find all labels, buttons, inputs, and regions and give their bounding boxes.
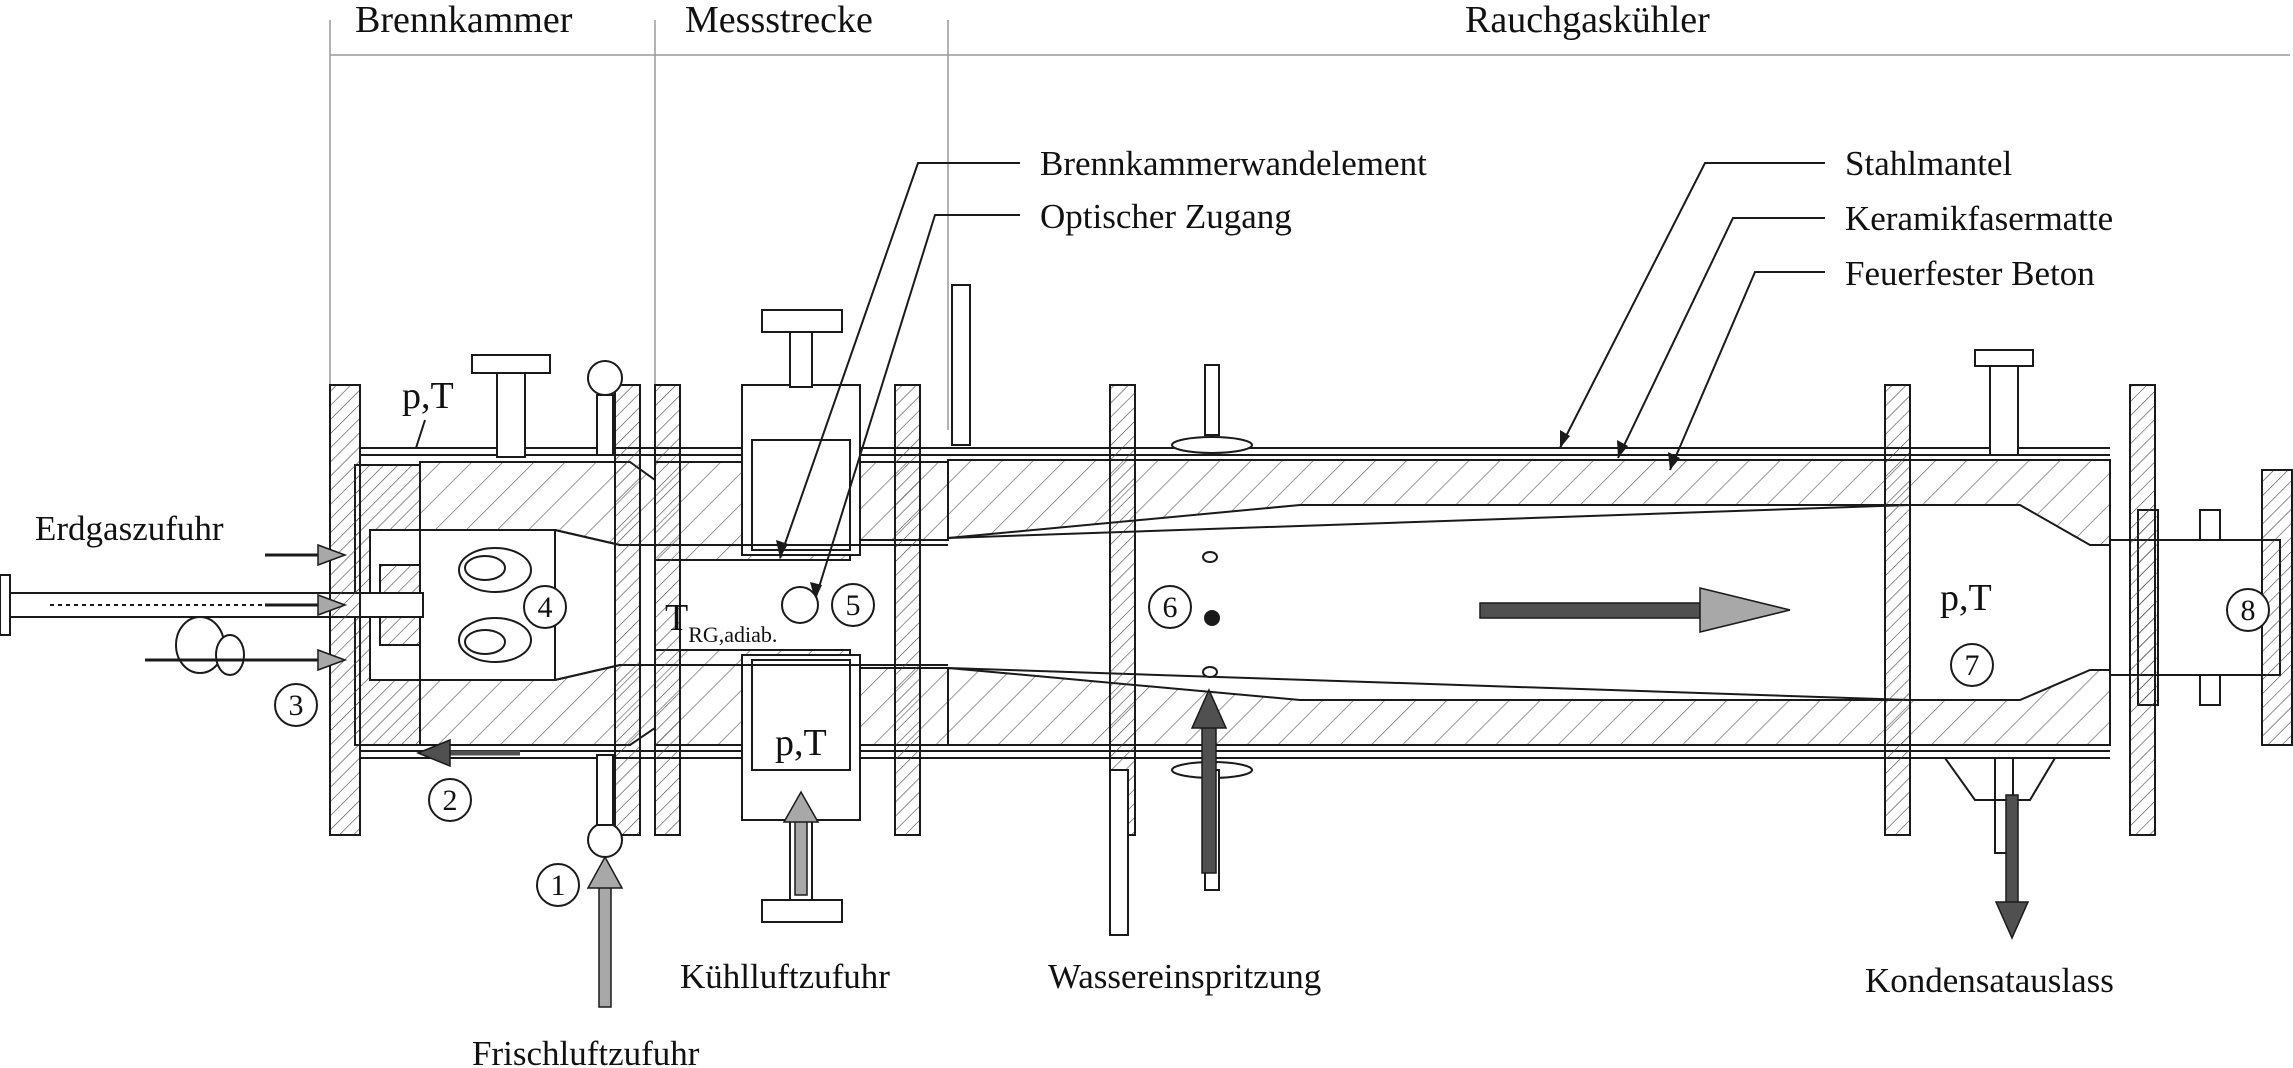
- station-circle-4: [523, 585, 567, 629]
- refractory-outlet-top: [1909, 459, 2111, 546]
- label-stahlmantel: Stahlmantel: [1845, 144, 2012, 183]
- condensate-arrow: [1994, 794, 2030, 940]
- label-optischer-zugang: Optischer Zugang: [1040, 197, 1292, 236]
- station-circle-3: [274, 683, 318, 727]
- station-1: 1: [551, 869, 566, 902]
- station-5: 5: [846, 589, 861, 622]
- instrument-stubs: [471, 284, 2056, 936]
- t-main: T: [665, 597, 688, 639]
- section-title-rauchgaskuehler: Rauchgaskühler: [1465, 0, 1710, 41]
- label-feuerfester-beton: Feuerfester Beton: [1845, 254, 2095, 293]
- swirl-symbols: [458, 547, 532, 663]
- station-circle-6: [1148, 585, 1192, 629]
- station-7: 7: [1965, 649, 1980, 682]
- section-title-brennkammer: Brennkammer: [355, 0, 573, 41]
- station-numbers: 1 2 3 4 5 6 7 8: [289, 589, 2256, 902]
- label-brennkammerwandelement: Brennkammerwandelement: [1040, 144, 1427, 183]
- label-erdgaszufuhr: Erdgaszufuhr: [35, 509, 224, 548]
- label-pt-outlet: p,T: [1940, 577, 1992, 619]
- refractory-outlet-bottom: [1909, 669, 2111, 746]
- label-keramikfasermatte: Keramikfasermatte: [1845, 199, 2113, 238]
- station-3: 3: [289, 689, 304, 722]
- t-subscript: RG,adiab.: [688, 622, 777, 647]
- station-8: 8: [2241, 594, 2256, 627]
- label-kuehlluftzufuhr: Kühlluftzufuhr: [680, 957, 890, 996]
- water-injection-arrow: [1190, 688, 1228, 874]
- label-kondensatauslass: Kondensatauslass: [1865, 961, 2114, 1000]
- refractory-cooler-top: [947, 459, 1911, 540]
- station-6: 6: [1163, 591, 1178, 624]
- label-pt-combustor: p,T: [402, 375, 454, 417]
- section-title-messstrecke: Messstrecke: [685, 0, 873, 41]
- section-guides: [329, 20, 2290, 430]
- station-circle-7: [1950, 643, 1994, 687]
- label-pt-cooling: p,T: [775, 722, 827, 764]
- station-circle-5: [831, 583, 875, 627]
- cooling-recirc-arrow: [416, 738, 520, 768]
- injection-nozzles: [1202, 551, 1220, 678]
- gas-inlet-arrows: [145, 543, 348, 672]
- refractory-cooler-bottom: [947, 666, 1911, 746]
- station-2: 2: [443, 784, 458, 817]
- label-wassereinspritzung: Wassereinspritzung: [1048, 957, 1321, 996]
- station-markers: [274, 583, 2270, 907]
- station-4: 4: [538, 591, 553, 624]
- cooling-air-arrow: [782, 790, 820, 896]
- label-frischluftzufuhr: Frischluftzufuhr: [472, 1034, 700, 1068]
- label-t-adiabatic: TRG,adiab.: [665, 597, 777, 647]
- optical-access-circle: [781, 586, 819, 624]
- station-circle-2: [428, 778, 472, 822]
- station-circle-1: [536, 863, 580, 907]
- callout-arrowheads: [776, 430, 1680, 600]
- fresh-air-arrow: [586, 855, 624, 1008]
- main-flow-arrow: [1479, 587, 1791, 633]
- callout-leaders: [415, 162, 1825, 601]
- station-circle-8: [2226, 588, 2270, 632]
